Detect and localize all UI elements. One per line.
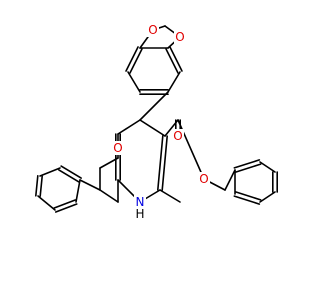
atom-label-o: O — [199, 172, 208, 186]
single-bond — [117, 119, 141, 135]
single-bond — [75, 179, 81, 203]
double-bond-line — [129, 48, 143, 74]
single-bond — [224, 169, 236, 191]
atom-O-dioxole-top: O — [147, 23, 159, 37]
atom-O-dioxole-right: O — [174, 30, 186, 44]
atom-labels: O O O O O N H — [112, 23, 210, 221]
atom-label-o: O — [173, 129, 182, 143]
atom-label-h: H — [135, 207, 144, 221]
double-bond-line — [233, 159, 261, 169]
single-bond — [37, 195, 56, 211]
atom-O-ester: O — [198, 172, 210, 186]
double-bond-line — [60, 165, 82, 179]
double-bond-line — [234, 191, 262, 201]
double-bond-line — [58, 169, 80, 183]
single-bond — [139, 119, 166, 137]
atom-O-ketone: O — [112, 141, 124, 155]
double-bond-line — [54, 203, 78, 213]
single-bond — [127, 71, 141, 93]
atom-label-n: N — [136, 195, 145, 209]
double-bond-line — [53, 199, 77, 209]
bond-lines — [35, 25, 279, 213]
atom-N-amine: N H — [134, 195, 146, 221]
double-bond-line — [169, 46, 183, 72]
single-bond — [159, 189, 181, 203]
molecule-structure-diagram: O O O O O N H — [35, 23, 279, 221]
double-bond-line — [233, 195, 261, 205]
single-bond — [39, 167, 61, 177]
double-bond-line — [125, 46, 139, 72]
single-bond — [259, 161, 276, 173]
atom-label-o: O — [175, 30, 184, 44]
double-bond-line — [234, 163, 262, 173]
single-bond — [79, 179, 101, 191]
single-bond — [139, 91, 169, 121]
single-bond — [259, 191, 276, 203]
single-bond — [167, 71, 181, 93]
double-bond-line — [157, 134, 164, 191]
double-bond-line — [35, 174, 39, 197]
double-bond-line — [161, 135, 168, 192]
double-bond-line — [39, 175, 43, 198]
atom-label-o: O — [148, 23, 157, 37]
single-bond — [99, 189, 119, 203]
atom-O-carbonyl: O — [172, 129, 184, 143]
atom-label-o: O — [113, 141, 122, 155]
double-bond-line — [165, 48, 179, 74]
